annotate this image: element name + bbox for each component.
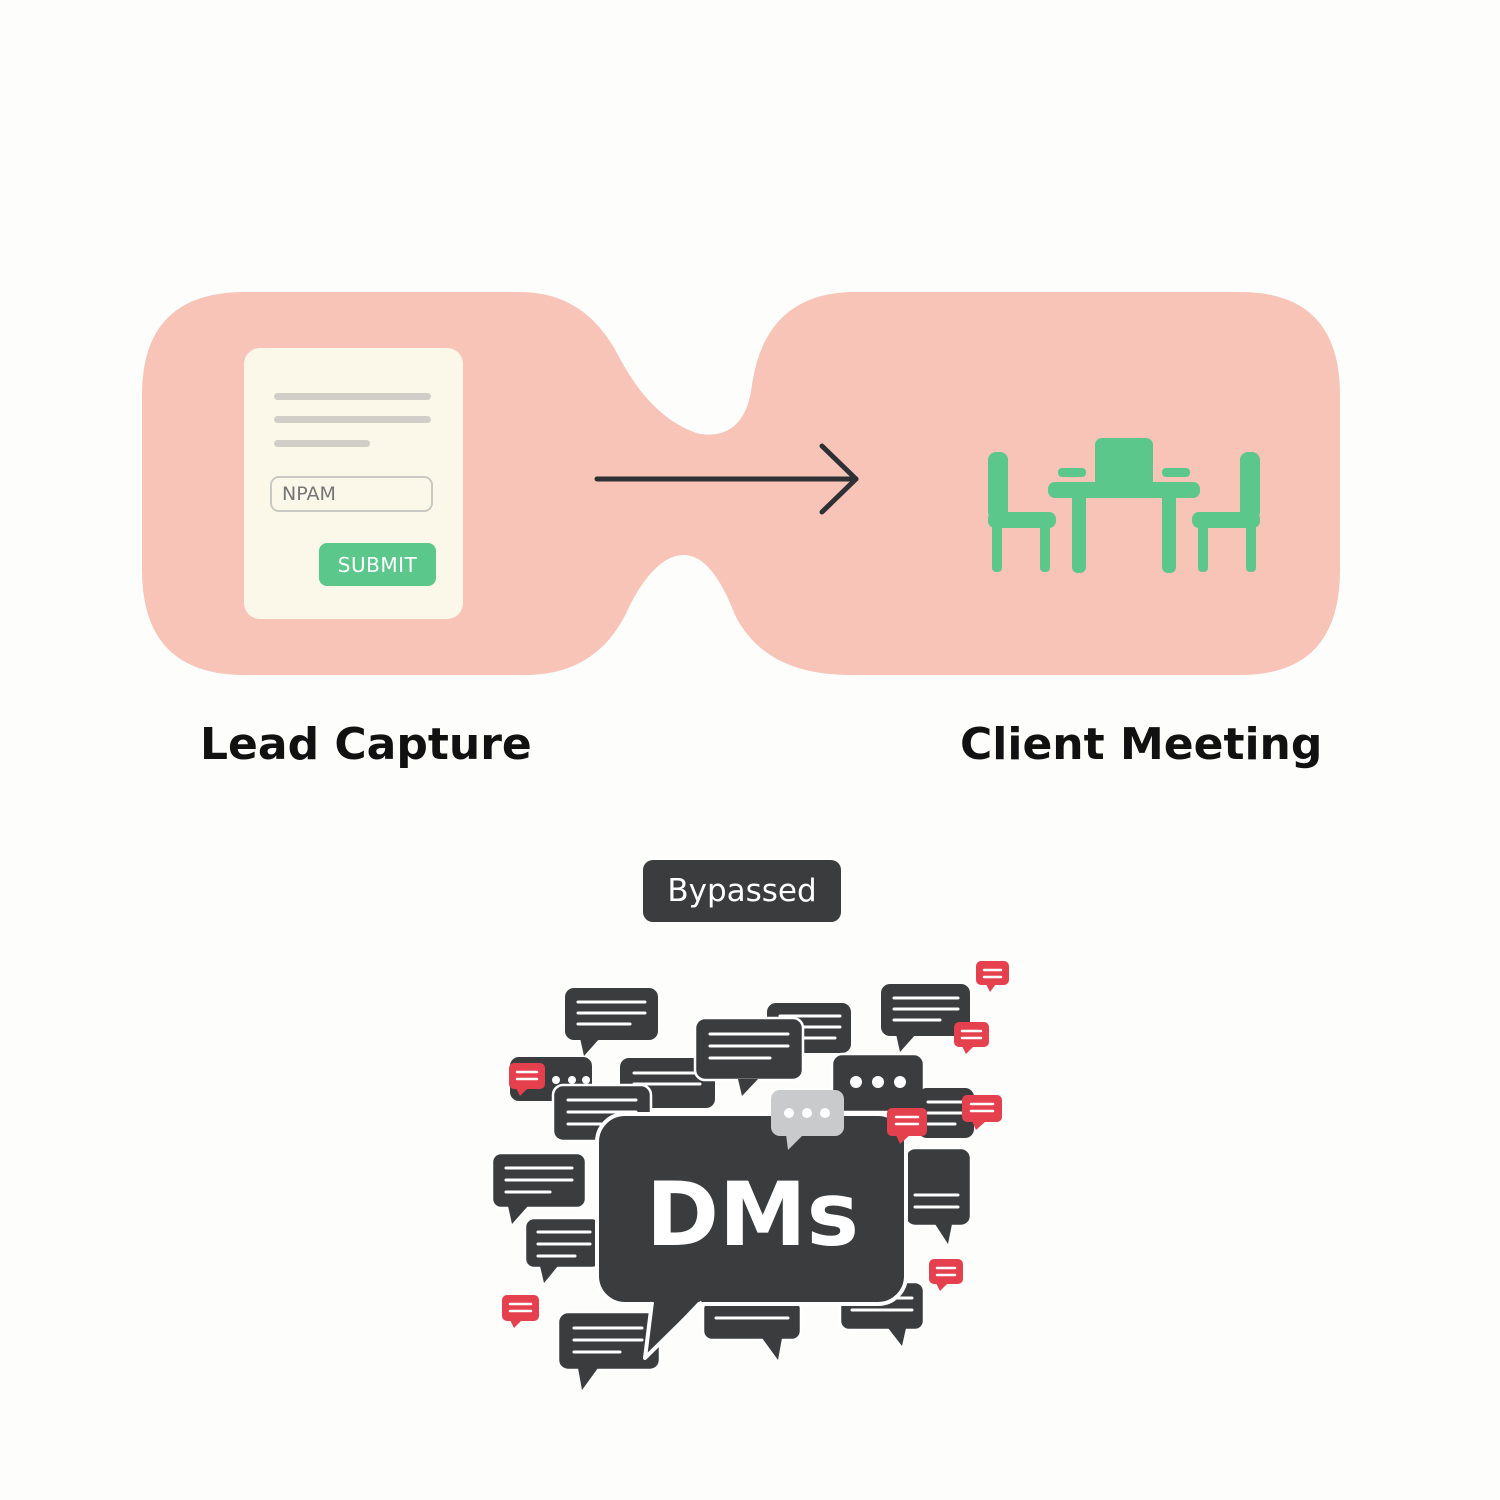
typing-bubble-icon: [771, 1090, 844, 1150]
chat-cluster: [490, 961, 1009, 1390]
arrow-right-icon: [594, 443, 859, 515]
meeting-table-icon: [988, 438, 1260, 573]
chat-bubble-icon: [693, 1016, 805, 1096]
bypassed-badge: Bypassed: [643, 860, 841, 922]
form-text-line: [274, 393, 431, 400]
form-text-line: [274, 416, 431, 423]
client-meeting-label: Client Meeting: [960, 719, 1323, 770]
chat-bubble-icon: [881, 984, 970, 1052]
chat-bubble-icon: [523, 1216, 603, 1283]
chat-bubble-icon: [918, 1088, 974, 1138]
dms-bubble: [595, 1112, 908, 1360]
notification-icon: [929, 1259, 963, 1291]
notification-icon: [502, 1295, 539, 1328]
submit-button[interactable]: SUBMIT: [319, 543, 436, 586]
notification-icon: [962, 1095, 1002, 1130]
chat-bubble-icon: [490, 1151, 588, 1224]
lead-capture-label: Lead Capture: [200, 719, 532, 770]
chat-bubble-icon: [565, 988, 658, 1056]
chat-bubble-icon: [903, 1146, 973, 1244]
notification-icon: [509, 1063, 545, 1096]
dms-label: DMs: [646, 1163, 859, 1266]
notification-icon: [887, 1108, 927, 1144]
notification-icon: [954, 1022, 989, 1054]
lead-form-card: SUBMIT: [244, 348, 463, 619]
form-text-line: [274, 440, 370, 447]
notification-icon: [976, 961, 1009, 992]
name-input[interactable]: [270, 476, 433, 512]
